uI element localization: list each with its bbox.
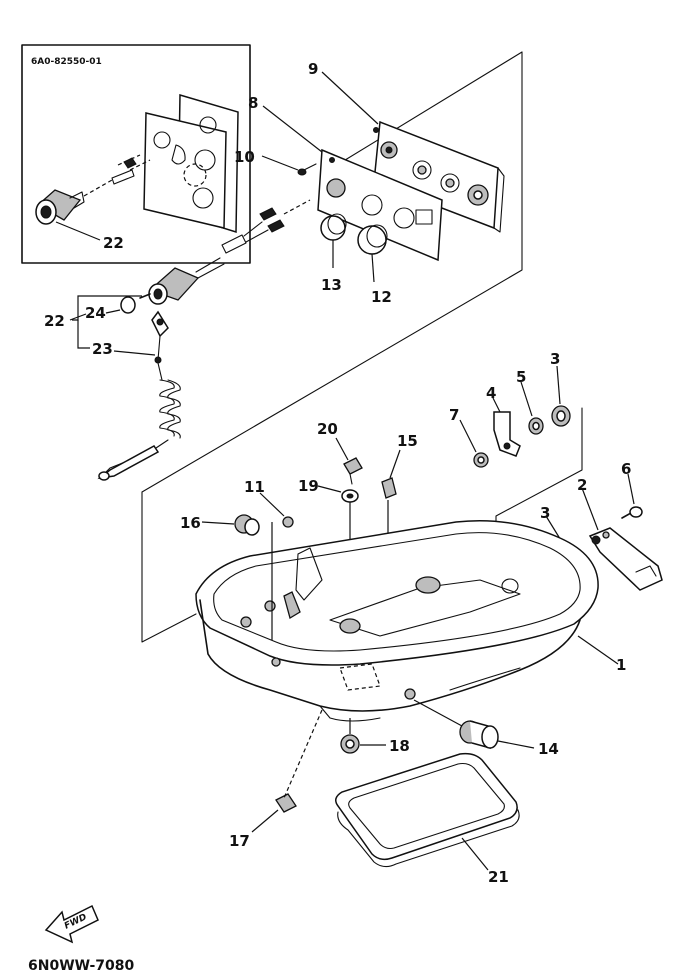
fwd-arrow-icon: FWD	[44, 904, 99, 944]
callout-11: 11	[244, 478, 265, 496]
leader-2	[581, 487, 599, 531]
leader-17	[251, 809, 279, 833]
grommet-3-top	[551, 405, 571, 427]
callout-13: 13	[321, 276, 342, 294]
screw-15	[381, 477, 397, 499]
leader-24	[105, 309, 121, 314]
front-panel-8	[317, 148, 443, 262]
nut-5	[528, 417, 544, 435]
bracket-2	[588, 527, 663, 591]
front-panel-9	[373, 120, 505, 233]
leader-19	[317, 485, 342, 493]
leader-23-bracket	[77, 320, 90, 349]
upper-group-frame	[141, 51, 523, 493]
callout-10: 10	[234, 148, 255, 166]
clip-17	[275, 793, 297, 813]
leader-1	[577, 635, 619, 665]
callout-8: 8	[248, 94, 258, 112]
inset-leader	[55, 221, 101, 241]
leader-10	[261, 155, 299, 171]
leader-8	[262, 105, 323, 153]
plug-14	[459, 720, 499, 750]
leader-20	[335, 437, 349, 461]
leader-11	[259, 492, 285, 517]
figure-code: 6N0WW-7080	[28, 958, 134, 974]
leader-22-24-join	[69, 313, 87, 321]
leader-22-bracket	[72, 295, 142, 321]
leader-23	[113, 350, 156, 356]
leader-3-top	[556, 365, 561, 405]
washer-19	[341, 489, 359, 503]
callout-21: 21	[488, 868, 509, 886]
callout-20: 20	[317, 420, 338, 438]
plug-12	[357, 224, 388, 255]
engine-stop-switch	[139, 199, 311, 305]
grommet-16	[234, 514, 260, 536]
callout-23: 23	[92, 340, 113, 358]
callout-4: 4	[486, 384, 496, 402]
callout-3-lower: 3	[540, 504, 550, 522]
lower-group-frame	[141, 491, 197, 643]
leader-17-up	[283, 709, 323, 799]
leader-5	[520, 381, 533, 417]
callout-7: 7	[449, 406, 459, 424]
callout-16: 16	[180, 514, 201, 532]
callout-12: 12	[371, 288, 392, 306]
callout-5: 5	[516, 368, 526, 386]
upper-group-frame-top	[331, 51, 523, 169]
nut-11	[282, 516, 294, 528]
callout-1: 1	[616, 656, 626, 674]
cap-24	[120, 296, 136, 314]
screw-6	[621, 506, 643, 519]
bolt-20	[343, 457, 363, 485]
inset-border	[21, 44, 251, 264]
callout-19: 19	[298, 477, 319, 495]
callout-3-top: 3	[550, 350, 560, 368]
callout-24: 24	[85, 304, 106, 322]
leader-12	[371, 253, 375, 283]
inset-part-code: 6A0-82550-01	[31, 57, 102, 67]
grommet-18	[340, 734, 360, 754]
lanyard-23	[97, 310, 181, 481]
leader-14	[497, 740, 535, 749]
leader-4	[492, 397, 501, 413]
callout-6: 6	[621, 460, 631, 478]
nut-7	[473, 452, 489, 468]
leader-14-up	[413, 699, 463, 727]
leader-7	[459, 419, 477, 453]
leader-15	[389, 449, 401, 479]
bracket-4	[493, 411, 521, 457]
callout-14: 14	[538, 740, 559, 758]
screw-10	[297, 163, 317, 176]
bottom-cowling-1	[195, 519, 599, 722]
leader-6	[627, 473, 635, 505]
callout-2: 2	[577, 476, 587, 494]
inset-stop-switch	[35, 154, 151, 225]
leader-21	[461, 837, 489, 871]
callout-22: 22	[44, 312, 65, 330]
inset-panel-plates	[143, 94, 239, 234]
callout-9: 9	[308, 60, 318, 78]
callout-18: 18	[389, 737, 410, 755]
callout-17: 17	[229, 832, 250, 850]
inset-panel: 6A0-82550-01 22	[21, 44, 251, 264]
gasket-21	[335, 752, 520, 868]
callout-15: 15	[397, 432, 418, 450]
inset-callout-22: 22	[103, 234, 124, 252]
leader-16	[201, 521, 235, 525]
leader-9	[321, 71, 379, 125]
